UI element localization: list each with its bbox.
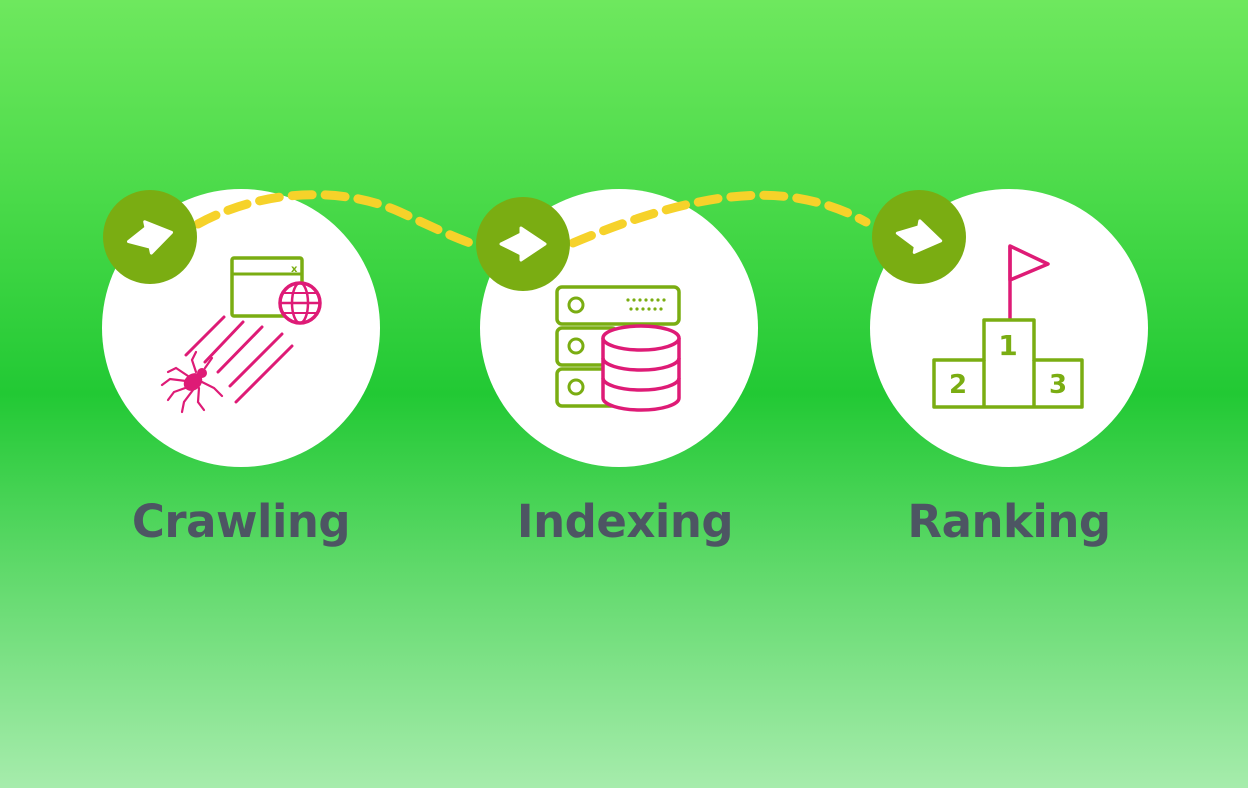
server-database-icon xyxy=(555,285,681,412)
svg-text:x: x xyxy=(291,264,298,275)
podium-third-label: 3 xyxy=(1049,370,1067,400)
arrow-right-icon xyxy=(895,219,943,254)
dashed-path-crawling-to-indexing xyxy=(193,190,481,250)
arrow-right-icon xyxy=(126,220,174,255)
arrow-badge-crawling xyxy=(103,190,197,284)
stage-label-crawling: Crawling xyxy=(131,495,351,548)
arrow-badge-ranking xyxy=(872,190,966,284)
spider-browser-icon: x xyxy=(160,256,322,414)
stage-label-indexing: Indexing xyxy=(516,495,734,548)
arrow-badge-indexing xyxy=(476,197,570,291)
dashed-path-indexing-to-ranking xyxy=(568,190,871,248)
podium-second-label: 2 xyxy=(949,370,967,400)
stage-label-ranking: Ranking xyxy=(907,495,1111,548)
arrow-right-icon xyxy=(499,226,547,262)
podium-flag-icon: 1 2 3 xyxy=(932,244,1084,409)
podium-first-label: 1 xyxy=(998,329,1017,362)
